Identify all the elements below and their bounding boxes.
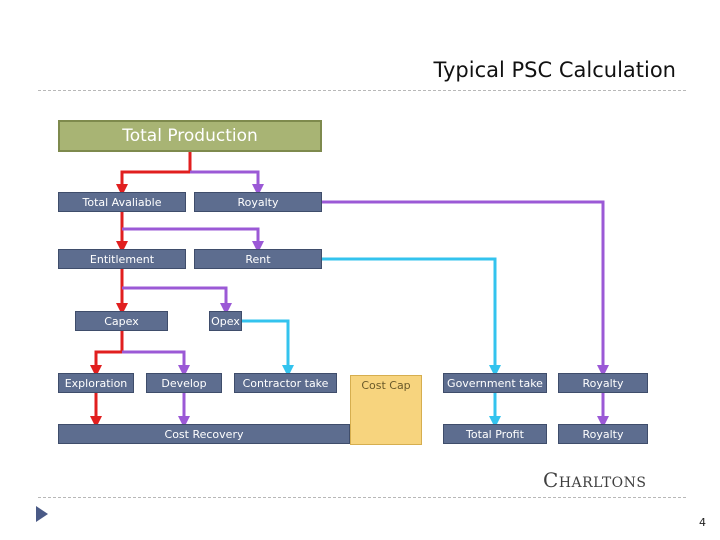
box-contractor-take: Contractor take <box>234 373 337 393</box>
charltons-logo: CHARLTONS <box>543 468 646 492</box>
logo-rest: HARLTONS <box>558 475 647 491</box>
page-title: Typical PSC Calculation <box>433 58 676 82</box>
purple-connector-7 <box>122 286 232 315</box>
box-total-production: Total Production <box>58 120 322 152</box>
bullet-arrow-icon <box>36 506 48 522</box>
purple-connector-10 <box>322 200 609 377</box>
red-connector-0 <box>116 152 192 196</box>
box-cost-cap: Cost Cap <box>350 375 422 445</box>
page-number: 4 <box>699 516 706 529</box>
title-divider <box>38 90 686 91</box>
box-exploration: Exploration <box>58 373 134 393</box>
box-royalty-right: Royalty <box>558 373 648 393</box>
box-opex: Opex <box>209 311 242 331</box>
purple-connector-6 <box>122 227 264 253</box>
box-royalty-top: Royalty <box>194 192 322 212</box>
box-develop: Develop <box>146 373 222 393</box>
box-government-take: Government take <box>443 373 547 393</box>
box-royalty-bottom: Royalty <box>558 424 648 444</box>
purple-connector-5 <box>190 170 264 196</box>
cyan-connector-14 <box>242 319 294 377</box>
box-rent: Rent <box>194 249 322 269</box>
box-entitlement: Entitlement <box>58 249 186 269</box>
logo-first-letter: C <box>543 468 559 492</box>
cyan-connector-12 <box>322 257 501 377</box>
box-total-available: Total Avaliable <box>58 192 186 212</box>
footer-divider <box>38 497 686 498</box>
box-capex: Capex <box>75 311 168 331</box>
red-connector-3 <box>90 331 124 377</box>
box-cost-recovery: Cost Recovery <box>58 424 350 444</box>
purple-connector-8 <box>122 350 190 377</box>
box-total-profit: Total Profit <box>443 424 547 444</box>
